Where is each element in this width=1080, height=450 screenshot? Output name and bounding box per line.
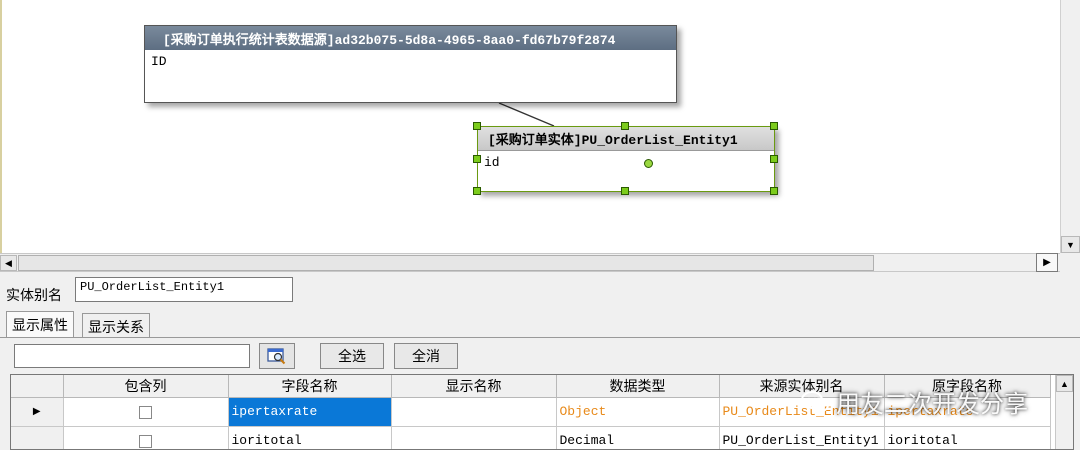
include-checkbox[interactable] <box>139 435 152 449</box>
resize-handle-nw[interactable] <box>473 122 481 130</box>
resize-handle-e[interactable] <box>770 155 778 163</box>
column-header-source-alias[interactable]: 来源实体别名 <box>719 375 885 398</box>
watermark: 用友二次开发分享 <box>800 384 1028 419</box>
entity-box-source[interactable]: [采购订单执行统计表数据源]ad32b075-5d8a-4965-8aa0-fd… <box>144 25 677 103</box>
field-name-cell[interactable]: ioritotal <box>228 426 392 449</box>
resize-handle-se[interactable] <box>770 187 778 195</box>
tab-display-relations[interactable]: 显示关系 <box>82 313 150 337</box>
entity-box-target[interactable]: [采购订单实体]PU_OrderList_Entity1 id <box>477 126 775 192</box>
include-checkbox[interactable] <box>139 406 152 420</box>
alias-input[interactable]: PU_OrderList_Entity1 <box>75 277 293 302</box>
include-checkbox-cell[interactable] <box>63 426 229 449</box>
wechat-logo-icon <box>801 390 829 412</box>
column-header-display-name[interactable]: 显示名称 <box>391 375 557 398</box>
relation-line-layer <box>498 102 555 127</box>
tab-display-properties[interactable]: 显示属性 <box>6 311 74 337</box>
tab-divider <box>0 337 1080 338</box>
grid-corner-header <box>11 375 64 398</box>
include-checkbox-cell[interactable] <box>63 397 229 427</box>
grid-vertical-scrollbar[interactable]: ▲ <box>1055 375 1073 449</box>
field-name-cell[interactable]: ipertaxrate <box>228 397 392 427</box>
designer-canvas[interactable]: [采购订单执行统计表数据源]ad32b075-5d8a-4965-8aa0-fd… <box>0 0 1060 253</box>
entity-target-title: [采购订单实体]PU_OrderList_Entity1 <box>478 127 774 151</box>
original-field-cell[interactable]: ipertaxrate <box>884 397 1051 427</box>
grid-header-row: 包含列 字段名称 显示名称 数据类型 来源实体别名 原字段名称 <box>11 375 1051 398</box>
relation-line <box>498 102 555 127</box>
scroll-down-arrow-icon[interactable]: ▼ <box>1061 236 1080 253</box>
display-name-cell[interactable] <box>391 397 557 427</box>
entity-source-title: [采购订单执行统计表数据源]ad32b075-5d8a-4965-8aa0-fd… <box>145 26 676 50</box>
property-grid[interactable]: 包含列 字段名称 显示名称 数据类型 来源实体别名 原字段名称 ▶ iperta… <box>10 374 1074 450</box>
scroll-thumb[interactable] <box>18 255 874 271</box>
column-header-original-field[interactable]: 原字段名称 <box>884 375 1051 398</box>
row-header <box>11 426 64 449</box>
canvas-horizontal-scrollbar[interactable]: ◀ <box>0 253 1060 272</box>
watermark-text: 用友二次开发分享 <box>836 391 1028 418</box>
filter-input[interactable] <box>14 344 250 368</box>
column-header-field-name[interactable]: 字段名称 <box>228 375 392 398</box>
alias-label: 实体别名 <box>6 287 62 303</box>
table-row[interactable]: ▶ ipertaxrate Object PU_OrderList_Entity… <box>11 397 1051 427</box>
original-field-cell[interactable]: ioritotal <box>884 426 1051 449</box>
canvas-vertical-scrollbar[interactable]: ▼ <box>1060 0 1080 253</box>
column-header-data-type[interactable]: 数据类型 <box>556 375 720 398</box>
search-button[interactable] <box>259 343 295 369</box>
resize-handle-s[interactable] <box>621 187 629 195</box>
resize-handle-w[interactable] <box>473 155 481 163</box>
current-row-indicator-icon: ▶ <box>11 397 64 427</box>
grid-scroll-up-arrow-icon[interactable]: ▲ <box>1056 375 1073 392</box>
data-type-cell[interactable]: Decimal <box>556 426 720 449</box>
resize-handle-n[interactable] <box>621 122 629 130</box>
scroll-right-arrow-icon[interactable]: ▶ <box>1036 253 1058 272</box>
resize-handle-ne[interactable] <box>770 122 778 130</box>
source-alias-cell[interactable]: PU_OrderList_Entity1 <box>719 426 885 449</box>
display-name-cell[interactable] <box>391 426 557 449</box>
deselect-all-button[interactable]: 全消 <box>394 343 458 369</box>
resize-handle-sw[interactable] <box>473 187 481 195</box>
column-header-include[interactable]: 包含列 <box>63 375 229 398</box>
scroll-left-arrow-icon[interactable]: ◀ <box>0 255 17 271</box>
entity-source-field[interactable]: ID <box>151 54 167 69</box>
data-type-cell[interactable]: Object <box>556 397 720 427</box>
table-row[interactable]: ioritotal Decimal PU_OrderList_Entity1 i… <box>11 426 1051 449</box>
connection-anchor[interactable] <box>644 159 653 168</box>
select-all-button[interactable]: 全选 <box>320 343 384 369</box>
entity-target-field[interactable]: id <box>484 155 500 170</box>
search-icon <box>267 348 286 365</box>
